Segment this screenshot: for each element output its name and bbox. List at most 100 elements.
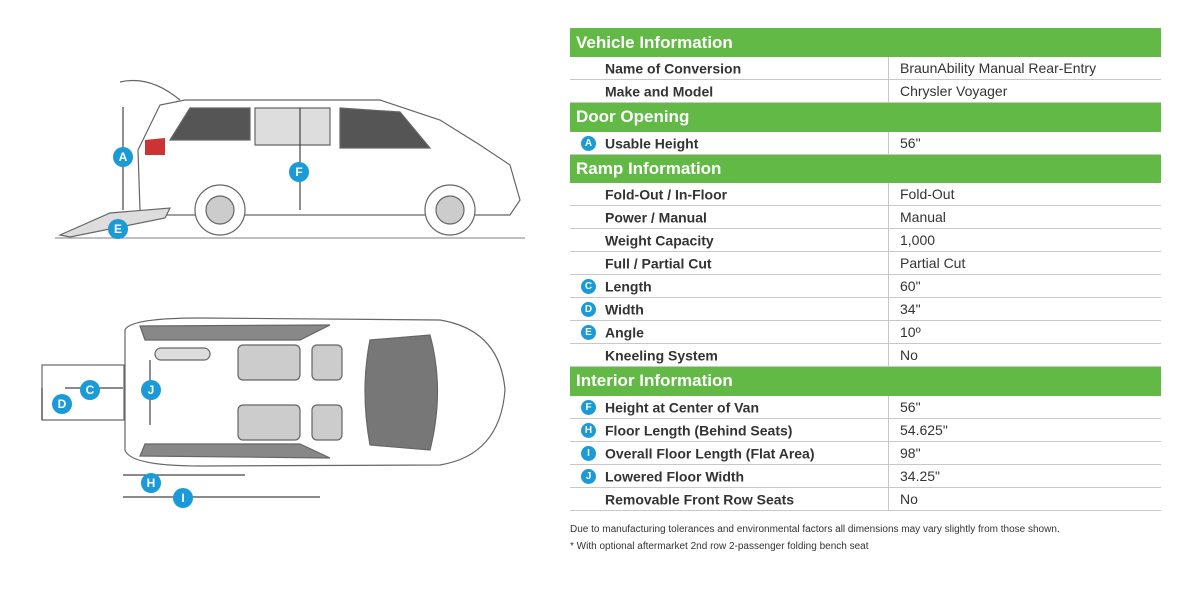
section-title: Interior Information bbox=[576, 371, 733, 391]
label-text: Floor Length (Behind Seats) bbox=[605, 422, 793, 439]
row-label: A Usable Height bbox=[570, 131, 889, 155]
row-value: 60" bbox=[888, 274, 1161, 298]
row-value: 56" bbox=[888, 395, 1161, 419]
row-label: I Overall Floor Length (Flat Area) bbox=[570, 441, 889, 465]
row-label: Make and Model bbox=[570, 79, 889, 103]
label-text: Length bbox=[605, 278, 652, 295]
dimension-badge: C bbox=[581, 279, 596, 295]
table-row: J Lowered Floor Width 34.25" bbox=[570, 464, 1161, 488]
label-text: Weight Capacity bbox=[605, 232, 714, 249]
row-label: Full / Partial Cut bbox=[570, 251, 889, 275]
section-title: Vehicle Information bbox=[576, 32, 733, 52]
label-text: Full / Partial Cut bbox=[605, 255, 712, 272]
top-view-van bbox=[41, 317, 506, 498]
table-row: A Usable Height 56" bbox=[570, 131, 1161, 155]
table-row: Full / Partial Cut Partial Cut bbox=[570, 251, 1161, 275]
table-row: C Length 60" bbox=[570, 274, 1161, 298]
tolerance-note: Due to manufacturing tolerances and envi… bbox=[570, 523, 1060, 535]
row-value: Manual bbox=[888, 205, 1161, 229]
badge-spacer bbox=[581, 210, 596, 225]
diagram-badges bbox=[52, 147, 309, 508]
label-i: I bbox=[181, 491, 184, 505]
bench-seat-note: * With optional aftermarket 2nd row 2-pa… bbox=[570, 540, 869, 552]
table-row: I Overall Floor Length (Flat Area) 98" bbox=[570, 441, 1161, 465]
table-row: Make and Model Chrysler Voyager bbox=[570, 79, 1161, 103]
van-diagrams: A E F C D J H I bbox=[41, 79, 525, 508]
section-header: Door Opening bbox=[570, 102, 1161, 132]
label-text: Kneeling System bbox=[605, 347, 718, 364]
label-text: Height at Center of Van bbox=[605, 399, 760, 416]
badge-spacer bbox=[581, 233, 596, 248]
badge-spacer bbox=[581, 187, 596, 202]
row-label: Removable Front Row Seats bbox=[570, 487, 889, 511]
row-label: E Angle bbox=[570, 320, 889, 344]
label-text: Angle bbox=[605, 324, 644, 341]
table-row: Removable Front Row Seats No bbox=[570, 487, 1161, 511]
row-value: Fold-Out bbox=[888, 183, 1161, 206]
row-value: 34.25" bbox=[888, 464, 1161, 488]
row-label: Kneeling System bbox=[570, 343, 889, 367]
row-value: Chrysler Voyager bbox=[888, 79, 1161, 103]
badge-spacer bbox=[581, 492, 596, 507]
dimension-badge: A bbox=[581, 135, 596, 151]
table-row: E Angle 10º bbox=[570, 320, 1161, 344]
table-row: Weight Capacity 1,000 bbox=[570, 228, 1161, 252]
label-text: Width bbox=[605, 301, 644, 318]
row-value: No bbox=[888, 343, 1161, 367]
dimension-badge: I bbox=[581, 445, 596, 461]
label-text: Power / Manual bbox=[605, 209, 707, 226]
label-h: H bbox=[147, 476, 156, 490]
badge-spacer bbox=[581, 61, 596, 76]
table-row: H Floor Length (Behind Seats) 54.625" bbox=[570, 418, 1161, 442]
label-a: A bbox=[119, 150, 128, 164]
row-value: Partial Cut bbox=[888, 251, 1161, 275]
dimension-badge: F bbox=[581, 399, 596, 415]
footnotes: Due to manufacturing tolerances and envi… bbox=[570, 521, 1161, 555]
table-row: Power / Manual Manual bbox=[570, 205, 1161, 229]
section-header: Ramp Information bbox=[570, 154, 1161, 183]
row-value: No bbox=[888, 487, 1161, 511]
label-text: Make and Model bbox=[605, 83, 714, 100]
row-label: Weight Capacity bbox=[570, 228, 889, 252]
dimension-badge: H bbox=[581, 422, 596, 438]
badge-spacer bbox=[581, 256, 596, 271]
label-e: E bbox=[114, 222, 122, 236]
label-c: C bbox=[86, 383, 95, 397]
row-label: F Height at Center of Van bbox=[570, 395, 889, 419]
row-value: BraunAbility Manual Rear-Entry bbox=[888, 57, 1161, 80]
row-value: 54.625" bbox=[888, 418, 1161, 442]
section-title: Ramp Information bbox=[576, 158, 722, 178]
row-value: 1,000 bbox=[888, 228, 1161, 252]
section-header: Interior Information bbox=[570, 366, 1161, 396]
row-label: Power / Manual bbox=[570, 205, 889, 229]
label-j: J bbox=[148, 383, 155, 397]
dimension-badge: E bbox=[581, 325, 596, 341]
section-title: Door Opening bbox=[576, 107, 690, 127]
table-row: Kneeling System No bbox=[570, 343, 1161, 367]
table-row: Fold-Out / In-Floor Fold-Out bbox=[570, 183, 1161, 206]
label-text: Name of Conversion bbox=[605, 60, 742, 77]
label-d: D bbox=[58, 397, 67, 411]
section-header: Vehicle Information bbox=[570, 28, 1161, 57]
dimension-badge: J bbox=[581, 468, 596, 484]
label-text: Lowered Floor Width bbox=[605, 468, 745, 485]
row-label: Name of Conversion bbox=[570, 57, 889, 80]
row-value: 10º bbox=[888, 320, 1161, 344]
badge-spacer bbox=[581, 84, 596, 99]
row-value: 98" bbox=[888, 441, 1161, 465]
row-label: C Length bbox=[570, 274, 889, 298]
row-label: Fold-Out / In-Floor bbox=[570, 183, 889, 206]
label-text: Overall Floor Length (Flat Area) bbox=[605, 445, 815, 462]
table-row: Name of Conversion BraunAbility Manual Re… bbox=[570, 57, 1161, 80]
label-text: Removable Front Row Seats bbox=[605, 491, 795, 508]
row-label: J Lowered Floor Width bbox=[570, 464, 889, 488]
row-value: 56" bbox=[888, 131, 1161, 155]
label-f: F bbox=[295, 165, 302, 179]
label-text: Usable Height bbox=[605, 135, 699, 152]
label-text: Fold-Out / In-Floor bbox=[605, 186, 728, 203]
row-label: H Floor Length (Behind Seats) bbox=[570, 418, 889, 442]
